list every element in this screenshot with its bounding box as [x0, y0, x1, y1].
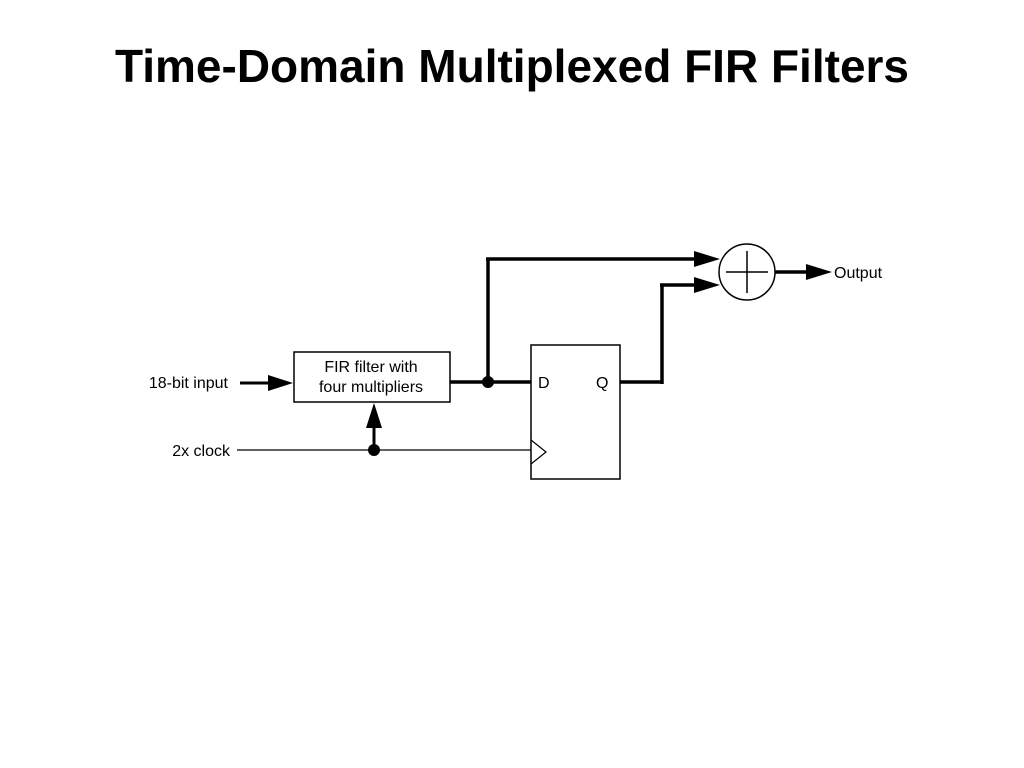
flipflop-q-label: Q [596, 375, 608, 392]
output-arrowhead [806, 264, 832, 280]
input-arrowhead [268, 375, 293, 391]
q-output-arrowhead [694, 277, 720, 293]
flipflop-d-label: D [538, 375, 550, 392]
flipflop-clock-triangle-icon [530, 439, 547, 465]
input-label: 18-bit input [149, 375, 229, 392]
output-label: Output [834, 265, 883, 282]
d-flipflop-block [530, 344, 621, 480]
fir-block-line2: four multipliers [319, 379, 423, 396]
bypass-arrowhead [694, 251, 720, 267]
fir-block-line1: FIR filter with [324, 359, 417, 376]
clock-label: 2x clock [172, 443, 231, 460]
fir-filter-block [293, 351, 451, 403]
clock-to-fir-arrowhead [366, 403, 382, 428]
slide-title: Time-Domain Multiplexed FIR Filters [114, 40, 910, 92]
